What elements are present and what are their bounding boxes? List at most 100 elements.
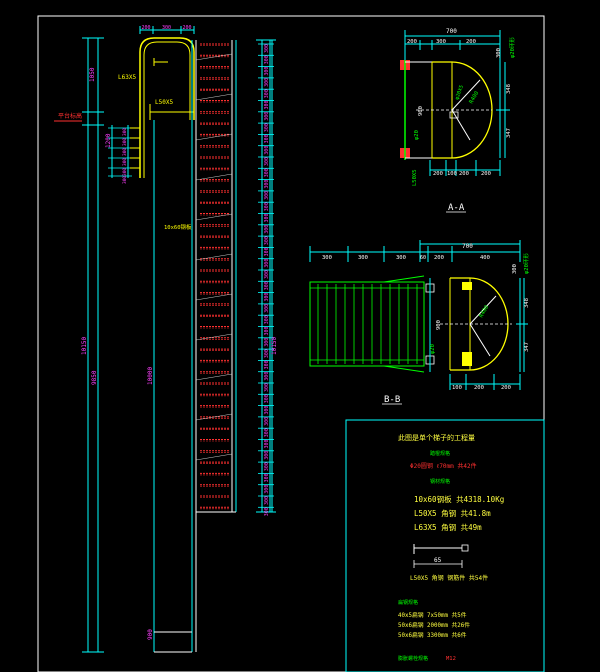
aa-dim-300: 300	[436, 39, 446, 45]
elev-top-dim: 200	[183, 25, 192, 31]
bom-flat-2: 50x6扁钢 2000mm 共26件	[398, 621, 470, 629]
rung-spacing-label: 300	[264, 485, 270, 494]
rung-spacing-label: 300	[264, 180, 270, 189]
aa-dim-b200b: 200	[459, 171, 469, 177]
dim-10150-left: 10150	[81, 337, 88, 355]
aa-dim-200a: 200	[407, 39, 417, 45]
rung-spacing-label: 300	[264, 507, 270, 516]
rung-spacing-label: 300	[264, 168, 270, 177]
rung-spacing-label: 300	[264, 293, 270, 302]
dim-9850: 9850	[91, 370, 98, 385]
small-dim: 300	[122, 158, 128, 166]
rung-spacing-label: 300	[264, 270, 270, 279]
aa-dim-900: 900	[418, 106, 424, 116]
bill-of-materials: 此图是单个梯子的工程量 踏棍规格 Φ20圆钢 ℓ70mm 共42件 钢材规格 1…	[345, 419, 545, 672]
bb-dim-300b: 300	[358, 255, 368, 261]
bb-dim-347: 347	[524, 342, 530, 352]
rung-spacing-label: 300	[264, 259, 270, 268]
aa-label-hoop: φ20环形	[508, 37, 516, 58]
elev-top-dim: 200	[142, 25, 151, 31]
flat-label: 10x60钢板	[164, 223, 192, 231]
aa-dim-200b: 200	[466, 39, 476, 45]
bb-dim-348: 348	[524, 298, 530, 308]
bom-steel-heading: 钢材规格	[430, 478, 450, 485]
rung-spacing-label: 300	[264, 100, 270, 109]
bom-steel-1: 10x60钢板 共4318.10Kg	[414, 494, 504, 504]
aa-dim-b200c: 200	[481, 171, 491, 177]
bom-flats-heading: 扁钢规格	[398, 599, 418, 606]
rung-spacing-label: 300	[264, 496, 270, 505]
dim-right-10150: 10150	[271, 337, 278, 355]
bb-dim-900: 900	[436, 320, 442, 330]
rung-spacing-label: 300	[264, 394, 270, 403]
aa-label-phi: φ20	[414, 130, 420, 140]
aa-label-rad: R400	[469, 91, 481, 105]
rung-spacing-label: 300	[264, 383, 270, 392]
rung-spacing-label: 300	[264, 123, 270, 132]
rung-spacing-label: 300	[264, 304, 270, 313]
bb-label-hoop: φ20环形	[522, 253, 530, 274]
small-dim: 300	[122, 138, 128, 146]
rung-spacing-label: 300	[264, 326, 270, 335]
rung-spacing-label: 300	[264, 225, 270, 234]
rung-spacing-label: 300	[264, 360, 270, 369]
ladder-elevation: 200 300 200 300 300 300 300 300 300 300 300 300 300…	[54, 25, 278, 653]
level-label: 平台标高	[58, 112, 82, 120]
elev-top-dim: 300	[162, 25, 171, 31]
aa-dim-300-side: 300	[496, 48, 502, 58]
rung-spacing-label: 300	[264, 281, 270, 290]
bom-bolts-heading: 膨胀螺栓规格	[398, 655, 428, 662]
rung-spacing-label: 300	[264, 417, 270, 426]
bom-rungs-spec: Φ20圆钢 ℓ70mm 共42件	[410, 462, 477, 470]
rung-spacing-label: 300	[264, 202, 270, 211]
bb-label-phi: φ20	[430, 344, 436, 354]
l63-label: L63X5	[118, 74, 136, 81]
small-dim: 300	[122, 128, 128, 136]
bom-steel-2: L50X5 角钢 共41.8m	[414, 508, 491, 518]
rung-spacing-label: 300	[264, 236, 270, 245]
rung-spacing-label: 300	[264, 67, 270, 76]
rung-spacing-label: 300	[264, 213, 270, 222]
aa-dim-b200a: 200	[433, 171, 443, 177]
bb-label-rad: R400	[479, 305, 491, 319]
section-bb-title: B-B	[384, 395, 400, 405]
dim-1200: 1200	[105, 133, 112, 148]
rung-spacing-label: 300	[264, 462, 270, 471]
aa-dim-347: 347	[506, 128, 512, 138]
rung-spacing-label: 300	[264, 349, 270, 358]
bom-bolts-note: M12	[446, 656, 456, 662]
bom-rungs-heading: 踏棍规格	[430, 450, 450, 457]
dim-900-inner: 900	[147, 629, 154, 640]
rung-spacing-label: 300	[264, 191, 270, 200]
bb-dim-b200a: 200	[474, 385, 484, 391]
rung-spacing-label: 300	[264, 157, 270, 166]
bom-l50-note: L50X5 角钢 钢筋件 共54件	[410, 574, 488, 582]
aa-dim-b100: 100	[447, 171, 457, 177]
bb-dim-b100: 100	[452, 385, 462, 391]
bom-flat-1: 40x5扁钢 7x50mm 共5件	[398, 611, 467, 619]
rung-spacing-label: 300	[264, 89, 270, 98]
rung-spacing-label: 300	[264, 78, 270, 87]
bom-title: 此图是单个梯子的工程量	[398, 433, 475, 442]
rung-spacing-label: 300	[264, 439, 270, 448]
rung-spacing-label: 300	[264, 146, 270, 155]
aa-dim-top-700: 700	[446, 28, 457, 35]
rung-spacing-label: 300	[264, 44, 270, 53]
bom-steel-3: L63X5 角钢 共49m	[414, 522, 482, 532]
small-dim: 300	[122, 168, 128, 176]
rung-spacing-label: 300	[264, 315, 270, 324]
rung-spacing-label: 300	[264, 473, 270, 482]
rung-spacing-label: 300	[264, 338, 270, 347]
section-a-a: 700 200 300 200 348 347 900 300 200 100 …	[400, 28, 516, 213]
small-dim: 300	[122, 148, 128, 156]
section-b-b: 300 300 300 60 700 200 400 348 347 900 3…	[309, 240, 530, 405]
bb-dim-300c: 300	[396, 255, 406, 261]
bb-dim-60: 60	[420, 255, 426, 261]
rung-spacing-label: 300	[264, 112, 270, 121]
bom-detail-dim: 65	[434, 557, 442, 564]
bb-dim-400: 400	[480, 255, 490, 261]
dim-inner-10000: 10000	[147, 367, 154, 385]
bb-dim-700: 700	[462, 243, 473, 250]
rung-spacing-label: 300	[264, 134, 270, 143]
